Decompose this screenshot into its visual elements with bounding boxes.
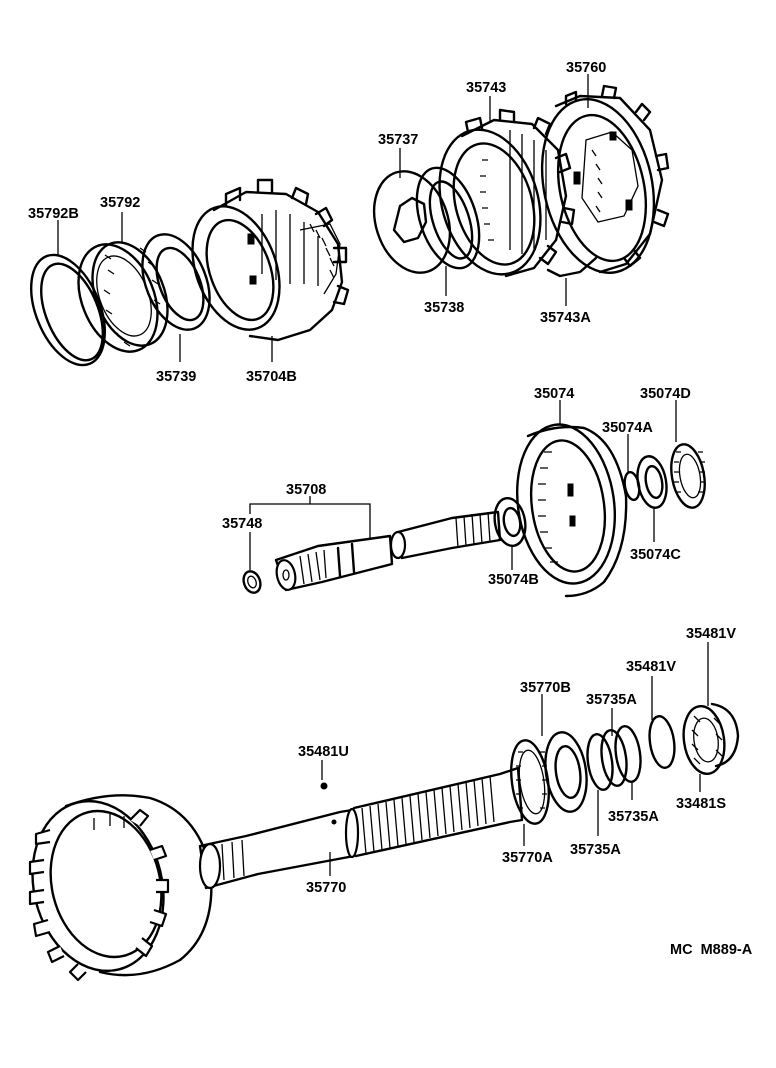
label-35770b: 35770B [520, 680, 571, 696]
input-drum-35770 [28, 794, 213, 982]
label-35481u: 35481U [298, 744, 349, 760]
label-35792b: 35792B [28, 206, 79, 222]
label-33481s: 33481S [676, 796, 726, 812]
label-35735a-top: 35735A [586, 692, 637, 708]
label-35739: 35739 [156, 369, 196, 385]
thrust-race-35770b [544, 731, 588, 813]
seal-rings-35735a [586, 725, 642, 791]
one-way-clutch-35792 [77, 241, 169, 353]
label-35770: 35770 [306, 880, 346, 896]
ring-gear-35074 [515, 423, 628, 598]
clutch-ring-35743a [546, 256, 598, 278]
label-35074: 35074 [534, 386, 574, 402]
clutch-drum-35743 [438, 108, 576, 278]
label-35708: 35708 [286, 482, 326, 498]
label-35743: 35743 [466, 80, 506, 96]
label-35074a: 35074A [602, 420, 653, 436]
label-35481v-second: 35481V [626, 659, 676, 675]
intermediate-shaft-35708 [274, 510, 502, 592]
label-35770a: 35770A [502, 850, 553, 866]
label-35760: 35760 [566, 60, 606, 76]
thrust-washer-35074c [636, 455, 668, 509]
snap-ring-35748 [242, 570, 262, 594]
thrust-bearing-35074d [670, 443, 706, 509]
label-35074c: 35074C [630, 547, 681, 563]
label-35481v-top: 35481V [686, 626, 736, 642]
label-35738: 35738 [424, 300, 464, 316]
label-35074d: 35074D [640, 386, 691, 402]
snap-rings-35481v [648, 702, 740, 770]
thrust-washer-35739 [141, 233, 211, 331]
label-35737: 35737 [378, 132, 418, 148]
planetary-gear-35760 [540, 84, 670, 275]
label-35748: 35748 [222, 516, 262, 532]
label-35743a: 35743A [540, 310, 591, 326]
label-35735a-mid: 35735A [608, 809, 659, 825]
clutch-hub-35704b [191, 178, 350, 342]
bearing-33481s [682, 705, 726, 775]
label-35074b: 35074B [488, 572, 539, 588]
label-35704b: 35704B [246, 369, 297, 385]
diagram-code: MC M889-A [670, 942, 753, 958]
label-35735a-bottom: 35735A [570, 842, 621, 858]
label-35792: 35792 [100, 195, 140, 211]
input-shaft-35770 [198, 766, 524, 890]
